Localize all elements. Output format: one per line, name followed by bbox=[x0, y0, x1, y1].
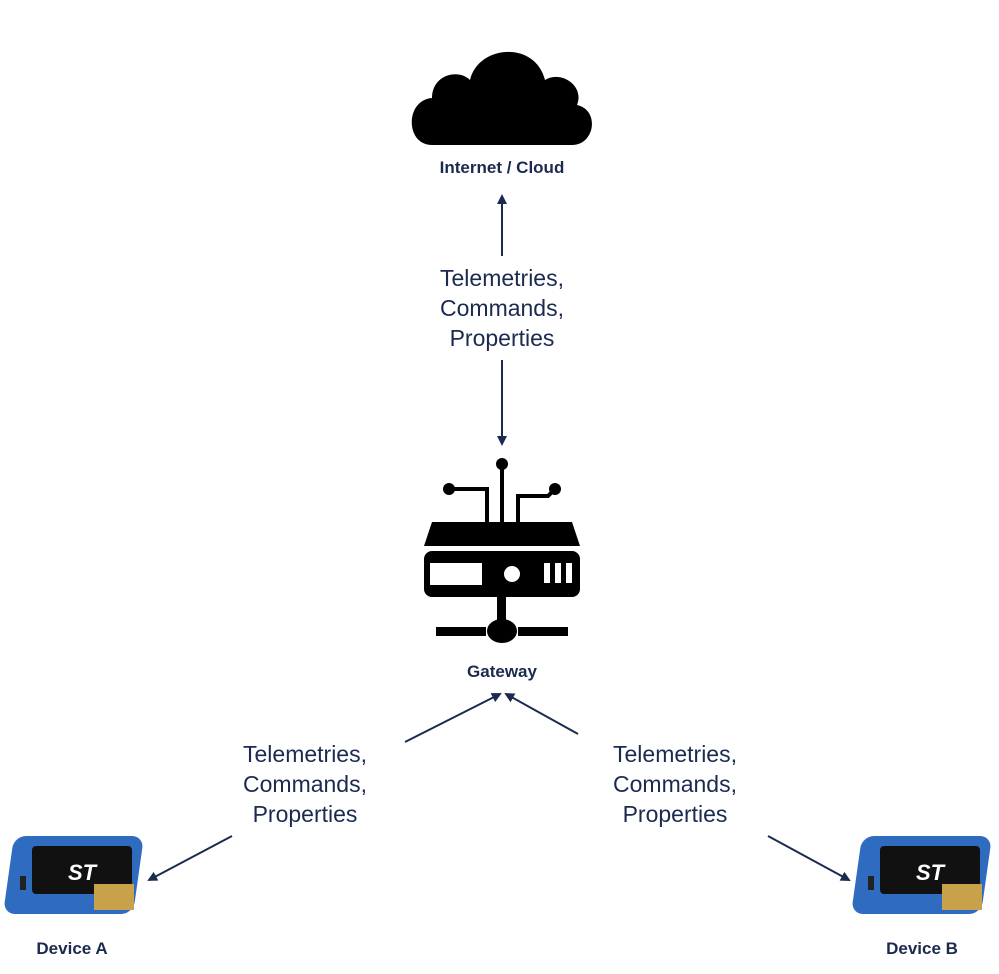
edge-text-line: Commands, bbox=[243, 771, 367, 797]
edge-text-line: Commands, bbox=[613, 771, 737, 797]
edge-text-line: Properties bbox=[449, 325, 555, 351]
edge-text-line: Telemetries, bbox=[613, 741, 737, 767]
edge-label-gateway-device-a: Telemetries, Commands, Properties bbox=[243, 739, 367, 829]
gateway-router-icon bbox=[424, 458, 580, 643]
edge-text-line: Properties bbox=[252, 801, 358, 827]
edge-label-cloud-gateway: Telemetries, Commands, Properties bbox=[440, 263, 564, 353]
device-a-label: Device A bbox=[36, 939, 108, 958]
arrow-gateway-to-device-b bbox=[767, 835, 851, 881]
device-b-image bbox=[851, 836, 992, 914]
cloud-icon bbox=[411, 51, 592, 145]
arrow-device-a-to-gateway bbox=[404, 693, 502, 743]
device-b-label: Device B bbox=[886, 939, 958, 958]
edge-text-line: Telemetries, bbox=[440, 265, 564, 291]
cloud-label: Internet / Cloud bbox=[439, 158, 565, 177]
arrow-gateway-to-device-a bbox=[147, 835, 233, 881]
gateway-label: Gateway bbox=[467, 662, 537, 681]
edge-text-line: Properties bbox=[622, 801, 728, 827]
device-a-image bbox=[3, 836, 145, 914]
edge-text-line: Telemetries, bbox=[243, 741, 367, 767]
edge-text-line: Commands, bbox=[440, 295, 564, 321]
edge-label-gateway-device-b: Telemetries, Commands, Properties bbox=[613, 739, 737, 829]
arrow-device-b-to-gateway bbox=[504, 693, 579, 735]
